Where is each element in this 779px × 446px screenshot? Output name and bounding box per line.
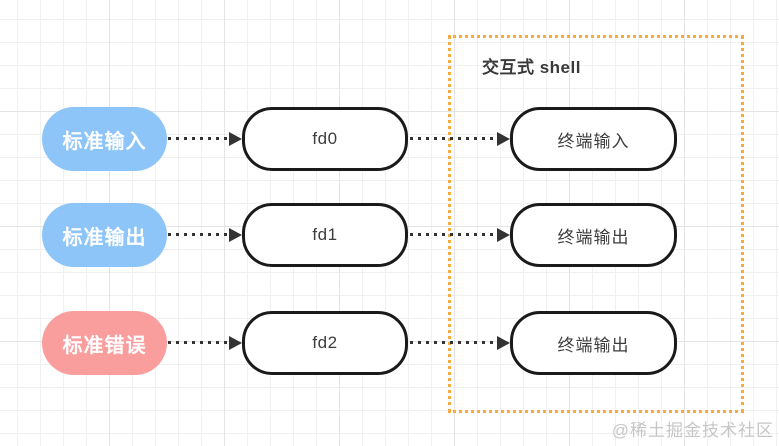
terminal-input-label: 终端输入 [557,131,630,151]
terminal-output-label-2: 终端输出 [557,335,630,355]
source-pill-stderr: 标准错误 [42,311,167,375]
arrow-head-icon [497,228,510,242]
source-pill-stdout: 标准输出 [42,203,167,267]
interactive-shell-title: 交互式 shell [482,58,581,77]
dotted-line [410,137,498,140]
terminal-output-box-1: 终端输出 [510,203,677,267]
source-pill-stderr-label: 标准错误 [62,334,147,357]
dotted-line [410,341,498,344]
dotted-line [168,233,230,236]
fd0-box: fd0 [242,107,408,171]
arrow-head-icon [229,228,242,242]
dotted-line [168,341,230,344]
watermark: @稀土掘金技术社区 [611,421,774,440]
terminal-input-box: 终端输入 [510,107,677,171]
arrow-head-icon [229,132,242,146]
fd2-box: fd2 [242,311,408,375]
arrow-head-icon [497,132,510,146]
arrow-head-icon [497,336,510,350]
dotted-line [168,137,230,140]
fd0-label: fd0 [312,129,338,148]
fd2-label: fd2 [312,333,338,352]
fd1-label: fd1 [312,225,338,244]
source-pill-stdout-label: 标准输出 [62,226,147,249]
interactive-shell-container [448,35,744,413]
arrow-head-icon [229,336,242,350]
dotted-line [410,233,498,236]
terminal-output-box-2: 终端输出 [510,311,677,375]
source-pill-stdin-label: 标准输入 [62,130,147,153]
fd1-box: fd1 [242,203,408,267]
terminal-output-label-1: 终端输出 [557,227,630,247]
source-pill-stdin: 标准输入 [42,107,167,171]
